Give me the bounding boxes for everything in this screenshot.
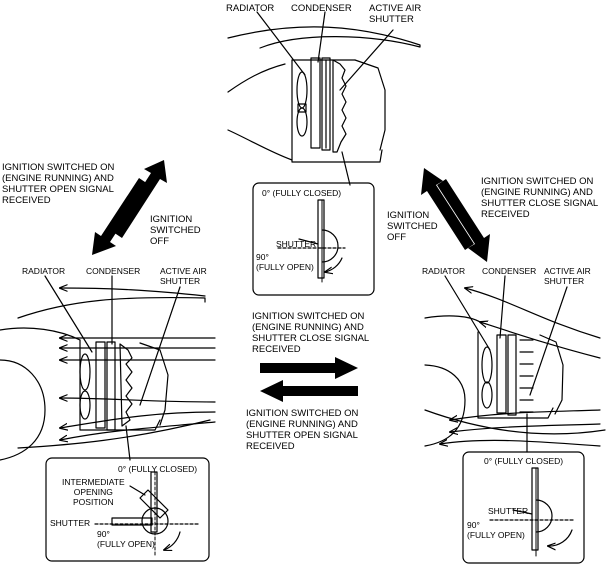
open-signal-arrow — [260, 380, 358, 402]
left-down-transition-label: IGNITION SWITCHED OFF — [150, 214, 201, 247]
top-condenser-label: CONDENSER — [291, 3, 352, 14]
middle-close-transition-label: IGNITION SWITCHED ON (ENGINE RUNNING) AN… — [252, 311, 370, 355]
right-diagonal-arrows — [421, 168, 490, 262]
left-active-air-shutter — [119, 343, 133, 427]
left-inset-intermediate-label: INTERMEDIATE OPENING POSITION — [62, 477, 125, 507]
right-inset-open-label: 90° (FULLY OPEN) — [467, 520, 525, 540]
right-active-air-shutter — [519, 339, 534, 413]
right-inset-closed-label: 0° (FULLY CLOSED) — [484, 456, 564, 466]
left-radiator-label: RADIATOR — [22, 266, 66, 276]
right-condenser — [507, 334, 517, 416]
top-radiator-label: RADIATOR — [226, 3, 275, 14]
right-shutter-label: ACTIVE AIR SHUTTER — [544, 266, 591, 286]
close-signal-arrow — [260, 357, 358, 379]
right-vehicle-illustration — [424, 275, 606, 453]
left-inset-shutter-label: SHUTTER — [50, 518, 91, 528]
middle-open-transition-label: IGNITION SWITCHED ON (ENGINE RUNNING) AN… — [246, 408, 359, 452]
right-radiator-label: RADIATOR — [422, 266, 466, 276]
right-down-arrow — [437, 179, 490, 262]
right-up-transition-label: IGNITION SWITCHED ON (ENGINE RUNNING) AN… — [481, 176, 599, 220]
right-down-transition-label: IGNITION SWITCHED OFF — [387, 210, 438, 243]
right-shutter-inset — [462, 451, 585, 564]
top-inset-open-label: 90° (FULLY OPEN) — [256, 252, 314, 272]
top-active-air-shutter — [332, 59, 347, 153]
right-inset-shutter-label: SHUTTER — [488, 506, 529, 516]
left-radiator — [95, 341, 106, 429]
left-inset-open-label: 90° (FULLY OPEN) — [97, 529, 155, 549]
top-condenser — [321, 57, 331, 151]
top-shutter-label: ACTIVE AIR SHUTTER — [369, 3, 422, 25]
left-shutter-label: ACTIVE AIR SHUTTER — [160, 266, 207, 286]
left-up-transition-label: IGNITION SWITCHED ON (ENGINE RUNNING) AN… — [2, 162, 115, 206]
left-condenser-label: CONDENSER — [86, 266, 141, 276]
top-fan — [296, 71, 308, 137]
top-inset-closed-label: 0° (FULLY CLOSED) — [262, 188, 342, 198]
top-radiator — [310, 57, 321, 149]
right-up-arrow — [421, 168, 474, 250]
left-inset-closed-label: 0° (FULLY CLOSED) — [118, 464, 198, 474]
right-radiator — [496, 334, 507, 414]
top-inset-shutter-label: SHUTTER — [276, 239, 317, 249]
left-vehicle-illustration — [0, 275, 216, 461]
left-airflow-arrows — [60, 288, 216, 440]
right-airflow-arrows — [440, 288, 601, 446]
top-shutter-inset — [252, 182, 375, 296]
left-diagonal-arrows — [92, 160, 167, 255]
left-shutter-inset — [45, 457, 210, 562]
left-condenser — [106, 341, 116, 431]
right-condenser-label: CONDENSER — [482, 266, 537, 276]
top-vehicle-illustration — [227, 11, 421, 186]
left-up-arrow — [113, 160, 167, 238]
middle-horizontal-arrows — [260, 357, 358, 402]
left-down-arrow — [92, 178, 148, 255]
